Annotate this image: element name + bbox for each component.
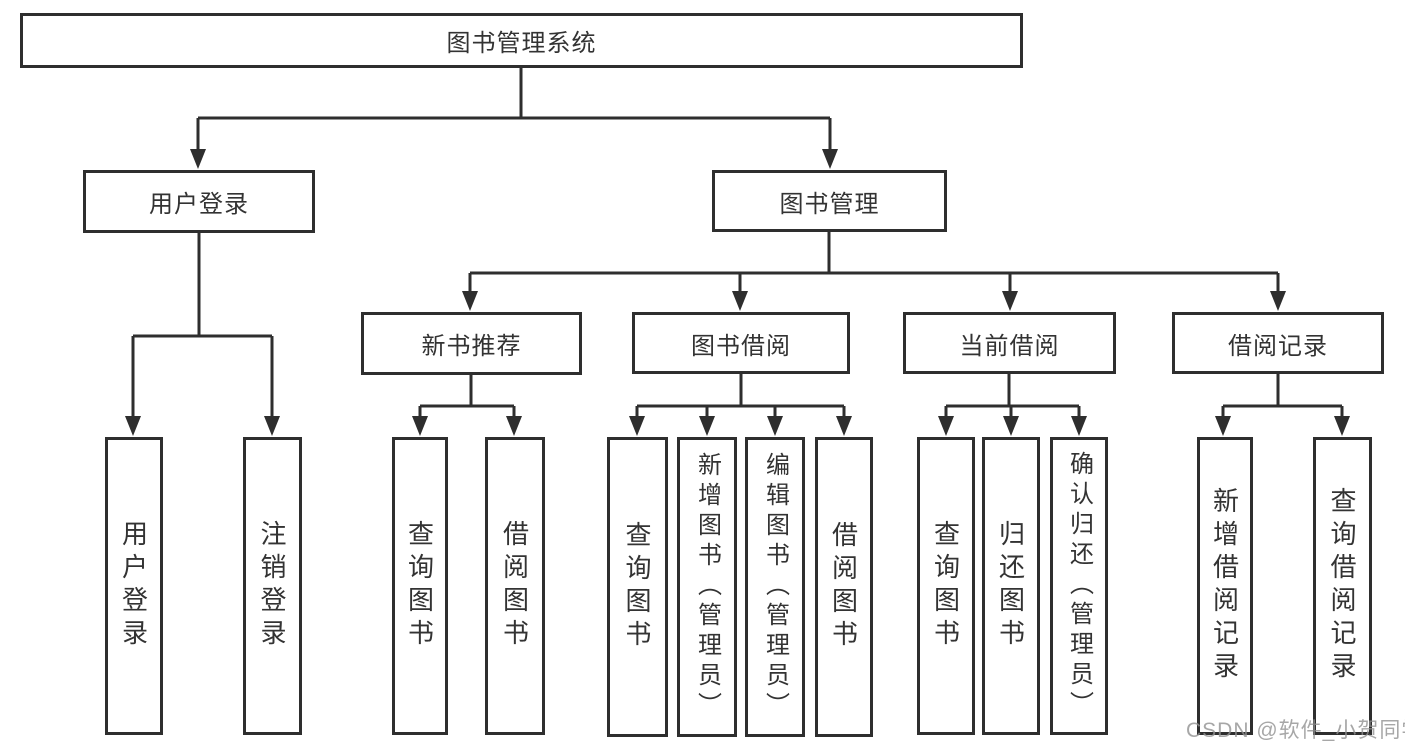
node-confirm-return-admin-label: 确认归还（管理员）	[1065, 451, 1093, 721]
node-add-borrow-record-label: 新增借阅记录	[1209, 487, 1240, 685]
node-add-borrow-record: 新增借阅记录	[1197, 437, 1253, 735]
node-user-login-action-label: 用户登录	[118, 520, 149, 652]
node-root: 图书管理系统	[20, 13, 1023, 68]
connector-borrowing-records-children	[1215, 374, 1350, 436]
node-book-management: 图书管理	[712, 170, 947, 232]
csdn-watermark: CSDN @软件_小贺同学	[1186, 719, 1405, 742]
node-borrow-books-borrowing-label: 借阅图书	[828, 521, 859, 653]
node-query-books-current: 查询图书	[917, 437, 975, 735]
node-borrow-books-recommend: 借阅图书	[485, 437, 545, 735]
node-edit-books-admin: 编辑图书（管理员）	[745, 437, 805, 737]
node-user-login-label: 用户登录	[149, 191, 249, 218]
node-borrowing-records: 借阅记录	[1172, 312, 1384, 374]
node-new-book-recommendation-label: 新书推荐	[421, 333, 522, 360]
node-book-management-label: 图书管理	[779, 190, 880, 218]
node-query-borrow-record: 查询借阅记录	[1313, 437, 1372, 735]
node-current-borrowing: 当前借阅	[903, 312, 1116, 374]
node-borrow-books-recommend-label: 借阅图书	[499, 520, 530, 652]
node-query-books-borrowing-label: 查询图书	[622, 521, 652, 653]
node-add-books-admin-label: 新增图书（管理员）	[693, 452, 721, 722]
node-query-books-recommend-label: 查询图书	[404, 520, 435, 652]
node-add-books-admin: 新增图书（管理员）	[677, 437, 737, 737]
node-new-book-recommendation: 新书推荐	[361, 312, 582, 375]
node-user-login-action: 用户登录	[105, 437, 163, 735]
node-query-borrow-record-label: 查询借阅记录	[1327, 487, 1357, 685]
node-return-books-label: 归还图书	[995, 520, 1026, 652]
connector-user-login-children	[125, 233, 280, 436]
node-query-books-current-label: 查询图书	[930, 520, 961, 652]
node-book-borrowing-label: 图书借阅	[691, 332, 791, 360]
node-query-books-borrowing: 查询图书	[607, 437, 668, 737]
node-current-borrowing-label: 当前借阅	[959, 332, 1060, 360]
connector-current-borrowing-children	[938, 374, 1087, 436]
connector-root-to-level2	[190, 68, 838, 169]
node-borrowing-records-label: 借阅记录	[1228, 332, 1328, 360]
node-edit-books-admin-label: 编辑图书（管理员）	[761, 452, 789, 722]
node-logout-action: 注销登录	[243, 437, 302, 735]
node-root-label: 图书管理系统	[446, 30, 597, 57]
node-user-login: 用户登录	[83, 170, 315, 233]
connector-book-borrowing-children	[629, 374, 852, 436]
node-return-books: 归还图书	[982, 437, 1040, 735]
connector-book-management-children	[462, 232, 1286, 311]
connector-new-book-recommendation-children	[412, 375, 522, 436]
node-book-borrowing: 图书借阅	[632, 312, 850, 374]
node-query-books-recommend: 查询图书	[392, 437, 448, 735]
node-borrow-books-borrowing: 借阅图书	[815, 437, 873, 737]
node-confirm-return-admin: 确认归还（管理员）	[1050, 437, 1108, 735]
node-logout-action-label: 注销登录	[257, 520, 287, 652]
